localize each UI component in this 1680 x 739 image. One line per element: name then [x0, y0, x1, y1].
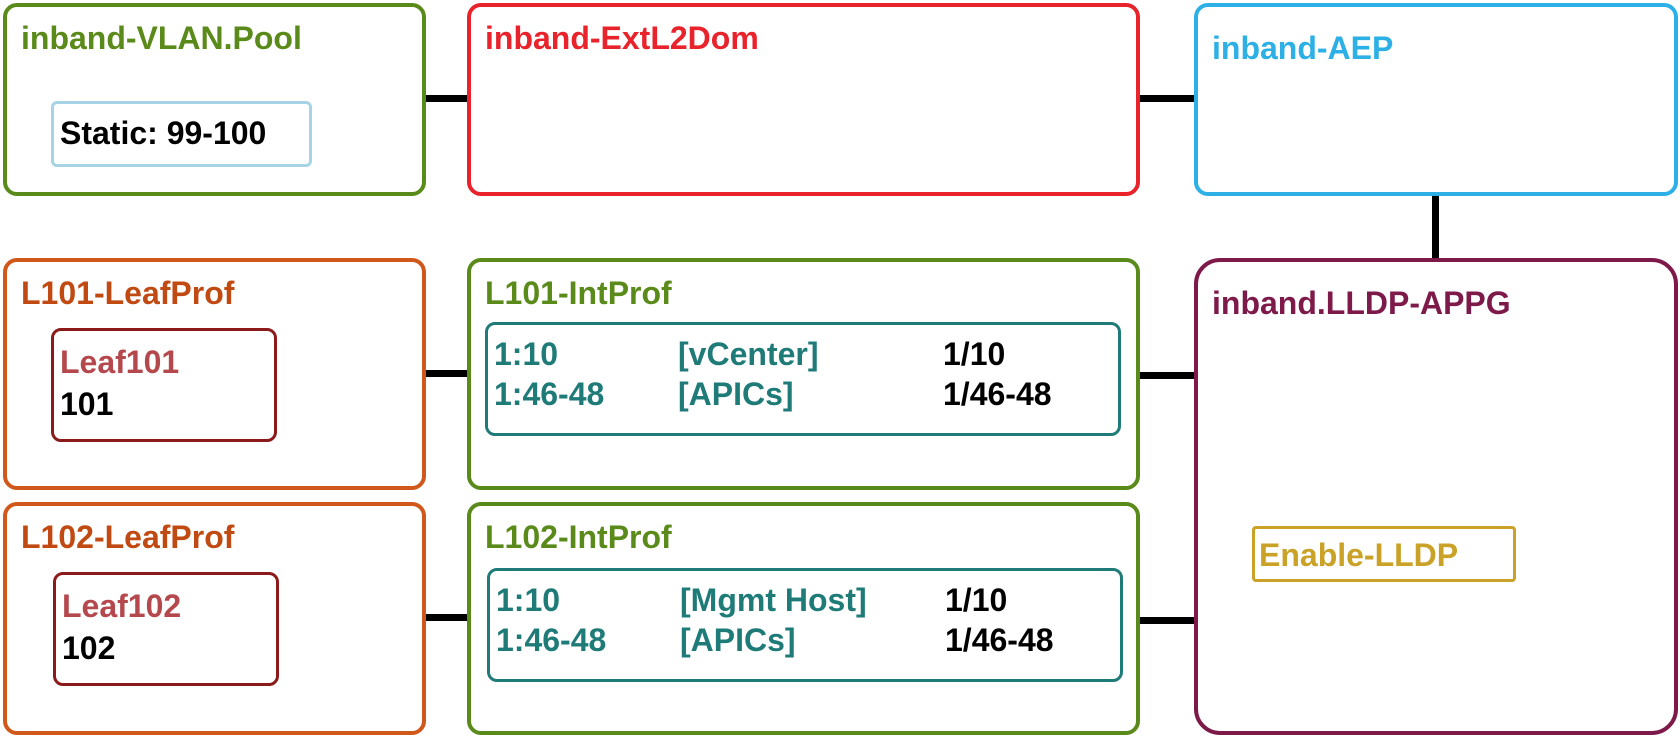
port-selector-row: 1:46-48 [APICs] 1/46-48 [488, 373, 1118, 415]
port-block: 1:46-48 [496, 622, 607, 658]
port-selector-box: 1:10 [vCenter] 1/10 1:46-48 [APICs] 1/46… [485, 322, 1121, 436]
leaf-profile-box: L101-LeafProf Leaf101 101 [3, 258, 426, 490]
interface-profile-box: L102-IntProf 1:10 [Mgmt Host] 1/10 1:46-… [467, 502, 1140, 735]
leaf-selector-box: Leaf101 101 [51, 328, 277, 442]
leaf-node-id: 102 [62, 630, 116, 666]
aep-box: inband-AEP [1194, 3, 1678, 196]
vlan-range-label: Static: 99-100 [60, 115, 267, 151]
port-selector-row: 1:46-48 [APICs] 1/46-48 [490, 619, 1120, 661]
port-selector-row: 1:10 [vCenter] 1/10 [488, 333, 1118, 375]
leaf-profile-title: L101-LeafProf [21, 275, 235, 311]
policy-group-title: inband.LLDP-APPG [1212, 285, 1511, 321]
interface-profile-title: L101-IntProf [485, 275, 672, 311]
interface-id: 1/10 [943, 336, 1006, 372]
interface-id: 1/10 [945, 582, 1008, 618]
aep-title: inband-AEP [1212, 30, 1394, 66]
interface-id: 1/46-48 [945, 622, 1054, 658]
connector-intprof1-appg [1103, 372, 1196, 379]
port-block: 1:10 [496, 582, 561, 618]
leaf-selector-name: Leaf101 [60, 344, 180, 380]
connector-leafprof2-intprof2 [424, 614, 470, 621]
port-block: 1:10 [494, 336, 559, 372]
connector-vlanpool-extl2dom [424, 95, 470, 102]
leaf-selector-box: Leaf102 102 [53, 572, 279, 686]
leaf-selector-name: Leaf102 [62, 588, 182, 624]
policy-group-box: inband.LLDP-APPG Enable-LLDP [1194, 258, 1678, 735]
connector-intprof2-appg [1103, 617, 1196, 624]
connector-leafprof1-intprof1 [424, 370, 470, 377]
vlan-pool-title: inband-VLAN.Pool [21, 20, 302, 56]
port-selector-box: 1:10 [Mgmt Host] 1/10 1:46-48 [APICs] 1/… [487, 568, 1123, 682]
port-description: [Mgmt Host] [680, 582, 867, 618]
port-block: 1:46-48 [494, 376, 605, 412]
interface-id: 1/46-48 [943, 376, 1052, 412]
interface-profile-title: L102-IntProf [485, 519, 672, 555]
port-description: [vCenter] [678, 336, 819, 372]
leaf-profile-title: L102-LeafProf [21, 519, 235, 555]
lldp-policy-label: Enable-LLDP [1259, 537, 1459, 573]
port-description: [APICs] [678, 376, 794, 412]
port-selector-row: 1:10 [Mgmt Host] 1/10 [490, 579, 1120, 621]
leaf-profile-box: L102-LeafProf Leaf102 102 [3, 502, 426, 735]
ext-l2-domain-title: inband-ExtL2Dom [485, 20, 759, 56]
lldp-policy-box: Enable-LLDP [1252, 526, 1516, 582]
connector-aep-appg [1432, 192, 1439, 260]
interface-profile-box: L101-IntProf 1:10 [vCenter] 1/10 1:46-48… [467, 258, 1140, 490]
vlan-range-box: Static: 99-100 [51, 101, 312, 167]
vlan-pool-box: inband-VLAN.Pool Static: 99-100 [3, 3, 426, 196]
leaf-node-id: 101 [60, 386, 114, 422]
port-description: [APICs] [680, 622, 796, 658]
connector-extl2dom-aep [1140, 95, 1196, 102]
ext-l2-domain-box: inband-ExtL2Dom [467, 3, 1140, 196]
